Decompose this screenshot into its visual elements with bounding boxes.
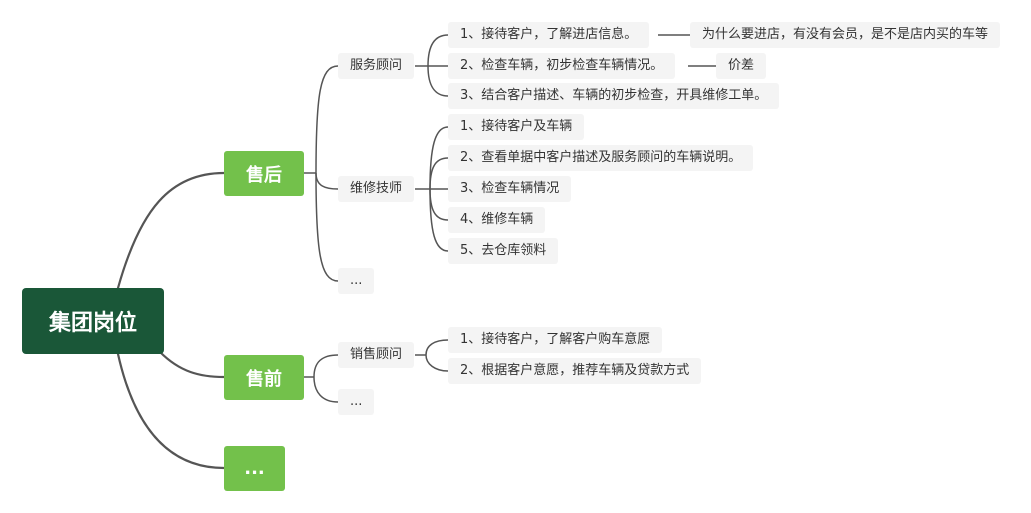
service-step-2[interactable]: 2、检查车辆，初步检查车辆情况。	[448, 53, 676, 79]
sales-step-2[interactable]: 2、根据客户意愿，推荐车辆及贷款方式	[448, 358, 702, 384]
technician-node[interactable]: 维修技师	[338, 176, 415, 202]
branch-more[interactable]: ...	[224, 446, 285, 491]
technician-step-3[interactable]: 3、检查车辆情况	[448, 176, 572, 202]
service-step-1[interactable]: 1、接待客户，了解进店信息。	[448, 22, 650, 48]
technician-step-2[interactable]: 2、查看单据中客户描述及服务顾问的车辆说明。	[448, 145, 754, 171]
service-note-1[interactable]: 为什么要进店，有没有会员，是不是店内买的车等	[690, 22, 1001, 48]
technician-step-4[interactable]: 4、维修车辆	[448, 207, 546, 233]
root-node[interactable]: 集团岗位	[22, 288, 164, 354]
sales-step-1[interactable]: 1、接待客户，了解客户购车意愿	[448, 327, 663, 353]
service-step-3[interactable]: 3、结合客户描述、车辆的初步检查，开具维修工单。	[448, 83, 780, 109]
technician-step-5[interactable]: 5、去仓库领料	[448, 238, 559, 264]
technician-step-1[interactable]: 1、接待客户及车辆	[448, 114, 585, 140]
service-note-2[interactable]: 价差	[716, 53, 767, 79]
branch-pre-sales[interactable]: 售前	[224, 355, 304, 400]
sales-advisor-node[interactable]: 销售顾问	[338, 342, 415, 368]
service-advisor-node[interactable]: 服务顾问	[338, 53, 415, 79]
after-sales-more-node[interactable]: ...	[338, 268, 375, 294]
branch-after-sales[interactable]: 售后	[224, 151, 304, 196]
pre-sales-more-node[interactable]: ...	[338, 389, 375, 415]
